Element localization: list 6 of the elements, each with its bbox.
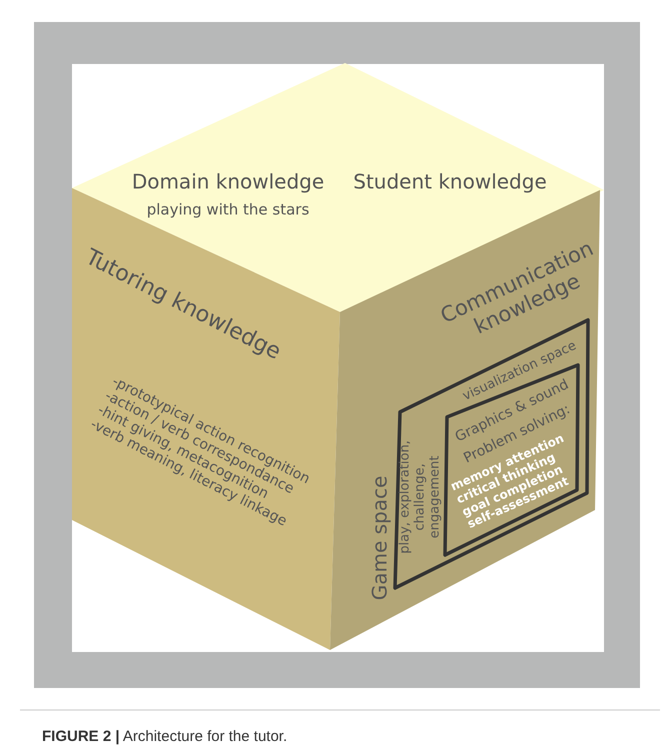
region-text: play, exploration, challenge, engagement: [398, 439, 444, 556]
face-title: Student knowledge: [353, 170, 547, 194]
region-title: Game space: [368, 476, 392, 600]
face-title: Domain knowledge: [132, 170, 324, 194]
face-subtitle: playing with the stars: [146, 201, 310, 219]
figure-caption: FIGURE 2 | Architecture for the tutor.: [42, 728, 288, 745]
